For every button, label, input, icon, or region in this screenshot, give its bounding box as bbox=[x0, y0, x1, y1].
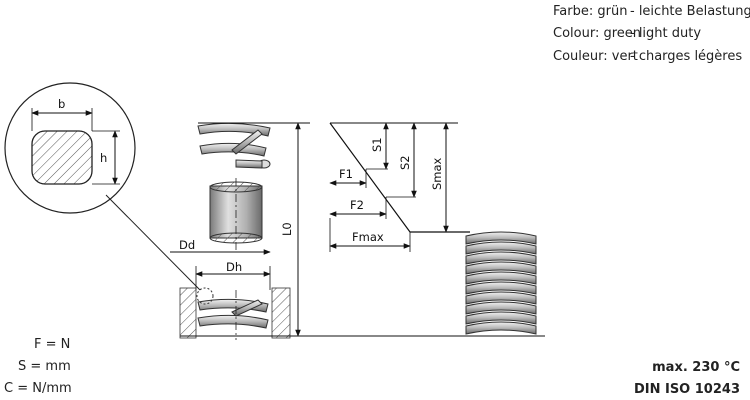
legend-duty-fr: - charges légères bbox=[630, 49, 743, 64]
section-detail-circle bbox=[196, 287, 214, 305]
s2-label: S2 bbox=[398, 155, 412, 170]
max-temperature: max. 230 °C bbox=[652, 360, 740, 375]
unit-force: F = N bbox=[34, 337, 71, 352]
legend-colour-en: Colour: green bbox=[553, 26, 642, 41]
spring-coil-top bbox=[197, 122, 271, 169]
spring-housing bbox=[179, 287, 291, 340]
wire-profile bbox=[31, 130, 93, 185]
height-label: h bbox=[100, 151, 107, 165]
legend-colour-de: Farbe: grün bbox=[553, 4, 628, 19]
spring-compressed bbox=[465, 231, 537, 335]
unit-stroke: S = mm bbox=[18, 359, 71, 374]
free-length-label: L0 bbox=[280, 222, 294, 236]
s1-label: S1 bbox=[370, 137, 384, 152]
dd-label: Dd bbox=[179, 238, 195, 252]
dh-label: Dh bbox=[226, 260, 242, 274]
f1-label: F1 bbox=[339, 167, 353, 181]
legend-duty-de: - leichte Belastung bbox=[630, 4, 750, 19]
legend-colour-fr: Couleur: vert bbox=[553, 49, 638, 64]
deflection-diagram: S1 S2 Smax F1 F2 Fmax bbox=[329, 122, 470, 252]
legend-duty-en: - light duty bbox=[630, 26, 702, 41]
unit-rate: C = N/mm bbox=[4, 381, 72, 396]
din-standard: DIN ISO 10243 bbox=[633, 382, 740, 397]
guide-column bbox=[209, 178, 263, 252]
width-label: b bbox=[58, 97, 65, 111]
wire-section-detail: b h bbox=[4, 82, 201, 291]
smax-label: Smax bbox=[430, 157, 444, 190]
f2-label: F2 bbox=[350, 198, 364, 212]
fmax-label: Fmax bbox=[352, 230, 384, 244]
